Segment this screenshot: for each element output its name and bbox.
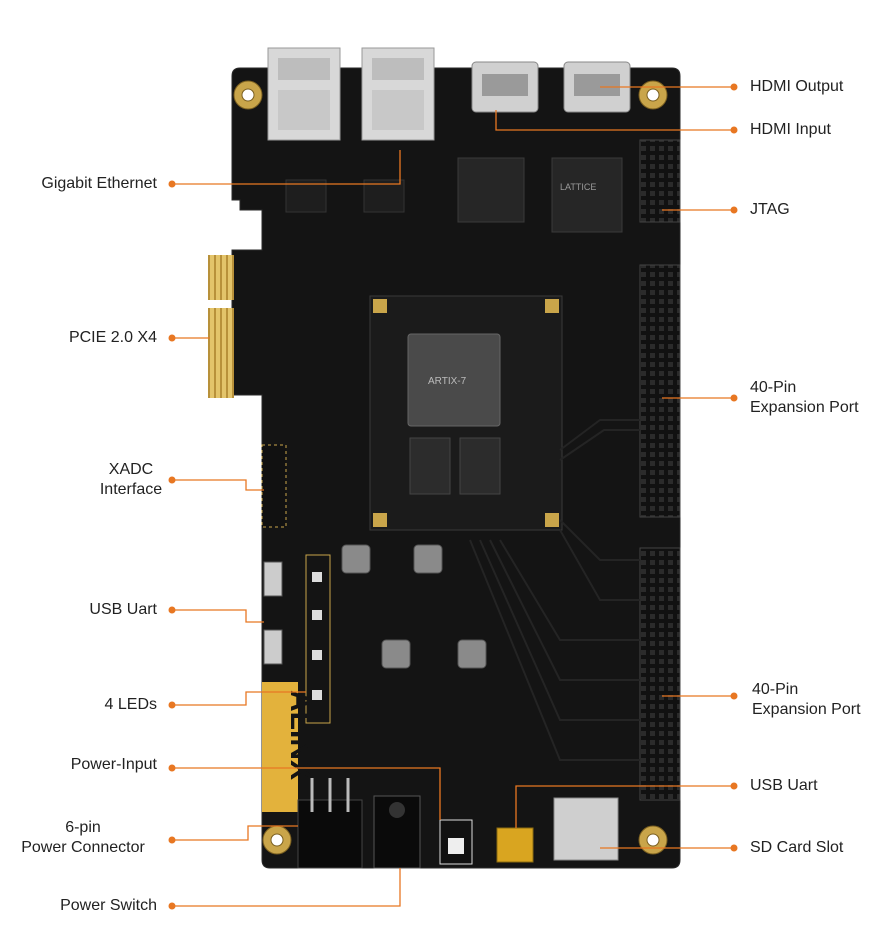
label-expansion-bottom-line2: Expansion Port [752,701,861,718]
key1-button [263,561,283,597]
hdmi-ports [471,61,631,113]
label-usb-uart-left: USB Uart [89,601,157,618]
expansion-header-top [639,264,681,518]
ethernet-phy-chip [457,157,525,223]
cpld-chip [551,157,623,233]
label-expansion-top-line1: 40-Pin [750,379,797,396]
pcie-gold-fingers [208,255,234,300]
label-power-switch: Power Switch [60,897,157,914]
leader-dots [168,83,738,910]
label-six-pin-line2: Power Connector [21,839,145,856]
mounting-holes [233,80,668,855]
inductors [341,544,487,669]
label-power-input: Power-Input [70,756,157,773]
xadc-header [261,444,287,528]
label-six-pin-line1: 6-pin [65,819,101,836]
label-xadc-line2: Interface [99,481,163,498]
label-usb-uart-right: USB Uart [750,777,818,794]
sd-card-slot [553,797,619,861]
usb-uart-port [496,827,534,863]
cpld-chip-text: LATTICE [560,182,596,192]
led-column [305,554,331,724]
key2-button [263,629,283,665]
label-expansion-top-line2: Expansion Port [750,399,859,416]
pcie-gold-fingers-lower [208,308,234,398]
label-4-leds: 4 LEDs [104,696,157,713]
expansion-header-bottom [639,547,681,801]
alinx-logo-box [262,682,298,812]
label-hdmi-output: HDMI Output [750,78,844,95]
label-expansion-port-top: 40-Pin Expansion Port [750,378,859,418]
label-6-pin-power-connector: 6-pin Power Connector [6,818,160,858]
label-jtag: JTAG [750,201,790,218]
label-sd-card-slot: SD Card Slot [750,839,844,856]
ethernet-ports [267,47,435,213]
power-connector-pins [310,778,350,812]
leader-lines [172,86,734,907]
label-expansion-bottom-line1: 40-Pin [752,681,799,698]
led-components [312,572,322,700]
label-expansion-port-bottom: 40-Pin Expansion Port [752,680,861,720]
core-module: ARTIX-7 [369,295,563,531]
label-hdmi-input: HDMI Input [750,121,831,138]
jtag-header [639,139,681,223]
label-xadc-line1: XADC [108,461,154,478]
alinx-logo: ALINX [284,690,317,780]
label-xadc-interface: XADC Interface [76,460,186,500]
pcb-traces [469,419,640,761]
label-pcie: PCIE 2.0 X4 [68,329,157,346]
label-gigabit-ethernet: Gigabit Ethernet [41,175,157,192]
fpga-chip-text: ARTIX-7 [428,376,467,387]
